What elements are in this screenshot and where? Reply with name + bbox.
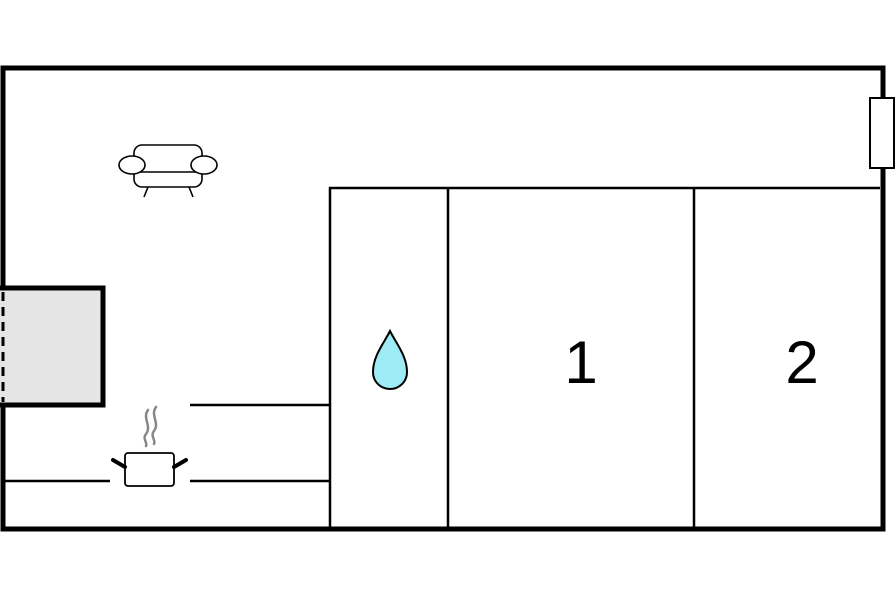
terrace-wall xyxy=(0,285,106,408)
terrace xyxy=(0,288,103,405)
room-label-2: 2 xyxy=(785,329,818,396)
room-label-1: 1 xyxy=(564,329,597,396)
cooking-pot-icon xyxy=(111,405,188,487)
sofa-icon xyxy=(118,144,218,198)
window xyxy=(869,97,895,169)
water-drop-icon xyxy=(371,328,409,391)
interior-wall-top xyxy=(328,186,880,529)
